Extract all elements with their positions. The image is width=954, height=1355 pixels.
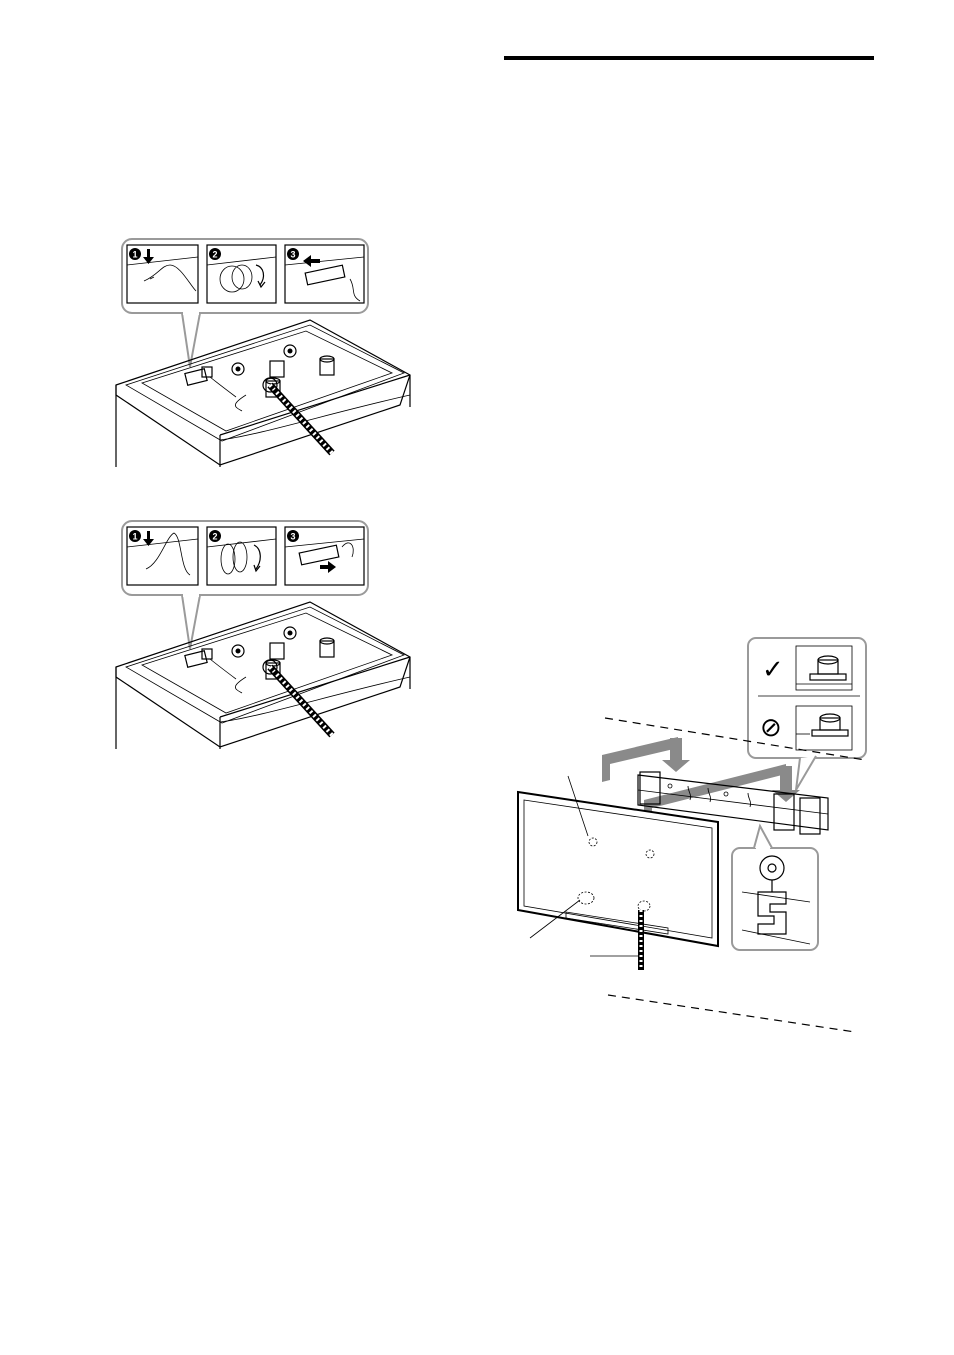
prohibited-icon: ⊘ [760,713,782,743]
svg-text:2: 2 [212,250,217,260]
svg-text:1: 1 [132,250,137,260]
wall-mount-figure: ✓ ⊘ [510,630,880,1040]
svg-text:2: 2 [212,532,217,542]
tv-back-illustration [116,602,410,749]
svg-text:1: 1 [132,532,137,542]
tv-back-cable-figure-a: 1 2 3 [110,235,420,475]
svg-text:3: 3 [290,532,295,542]
tv-panel [518,776,718,970]
tv-back-illustration [116,320,410,467]
section-header-rule [504,56,874,60]
check-mark-icon: ✓ [762,655,784,685]
tv-back-cable-figure-b: 1 2 3 [110,517,420,757]
svg-text:3: 3 [290,250,295,260]
